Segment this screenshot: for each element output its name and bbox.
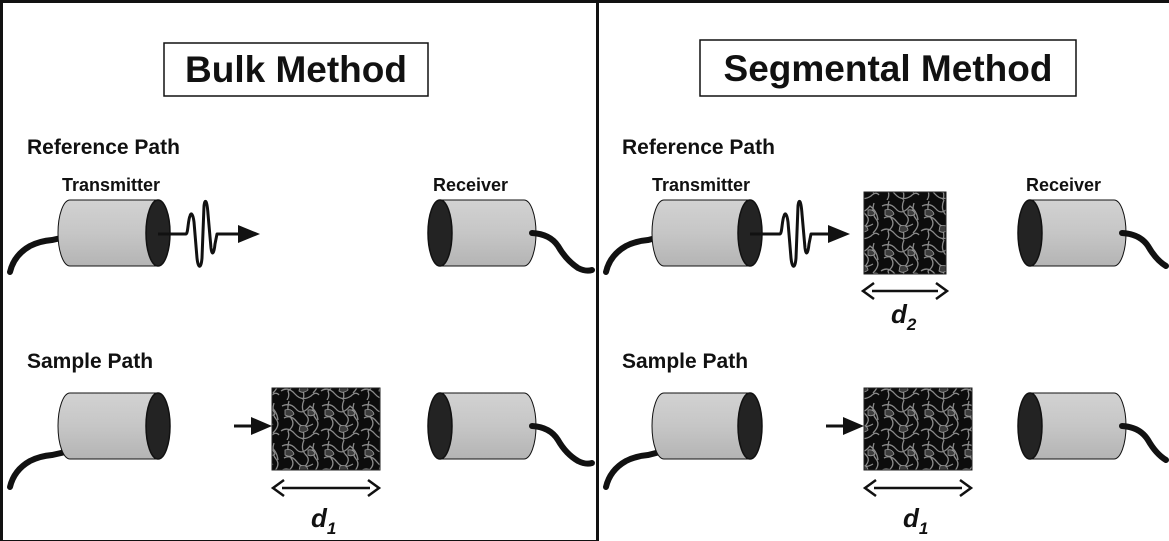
bulk-title-box bbox=[163, 42, 429, 97]
segmental-title-box bbox=[699, 39, 1077, 97]
bulk-reference-transmitter bbox=[7, 199, 171, 275]
segmental-reference-distance-label: d2 bbox=[891, 299, 917, 334]
bulk-transmitter-label: Transmitter bbox=[62, 175, 160, 195]
segmental-sample-block bbox=[863, 387, 973, 471]
bulk-sample-path-label: Sample Path bbox=[27, 350, 153, 373]
bulk-receiver-label: Receiver bbox=[433, 175, 508, 195]
segmental-transmitter-label: Transmitter bbox=[652, 175, 750, 195]
segmental-reference-path-label: Reference Path bbox=[622, 136, 775, 159]
segmental-sample-arrow bbox=[826, 417, 864, 435]
segmental-sample-transmitter bbox=[603, 392, 763, 490]
bulk-title: Bulk Method bbox=[185, 49, 407, 90]
segmental-reference-receiver bbox=[1017, 199, 1169, 269]
bulk-sample-arrow bbox=[234, 417, 272, 435]
segmental-sample-receiver bbox=[1017, 392, 1169, 463]
segmental-reference-block bbox=[863, 191, 947, 275]
bulk-sample-receiver bbox=[427, 392, 595, 467]
segmental-reference-distance-arrow bbox=[860, 281, 950, 301]
bulk-sample-transmitter bbox=[7, 392, 171, 490]
bulk-sample-distance-arrow bbox=[270, 478, 382, 498]
segmental-sample-distance-label: d1 bbox=[903, 503, 928, 538]
bulk-sample-block bbox=[271, 387, 381, 471]
bulk-reference-receiver bbox=[427, 199, 595, 274]
bulk-reference-path-label: Reference Path bbox=[27, 136, 180, 159]
bulk-sample-distance-label: d1 bbox=[311, 503, 336, 538]
segmental-sample-distance-arrow bbox=[862, 478, 974, 498]
segmental-reference-transmitter bbox=[603, 199, 763, 275]
segmental-title: Segmental Method bbox=[724, 48, 1053, 89]
bulk-pulse-wave bbox=[158, 199, 260, 268]
segmental-receiver-label: Receiver bbox=[1026, 175, 1101, 195]
segmental-sample-path-label: Sample Path bbox=[622, 350, 748, 373]
segmental-pulse-wave bbox=[750, 199, 850, 268]
